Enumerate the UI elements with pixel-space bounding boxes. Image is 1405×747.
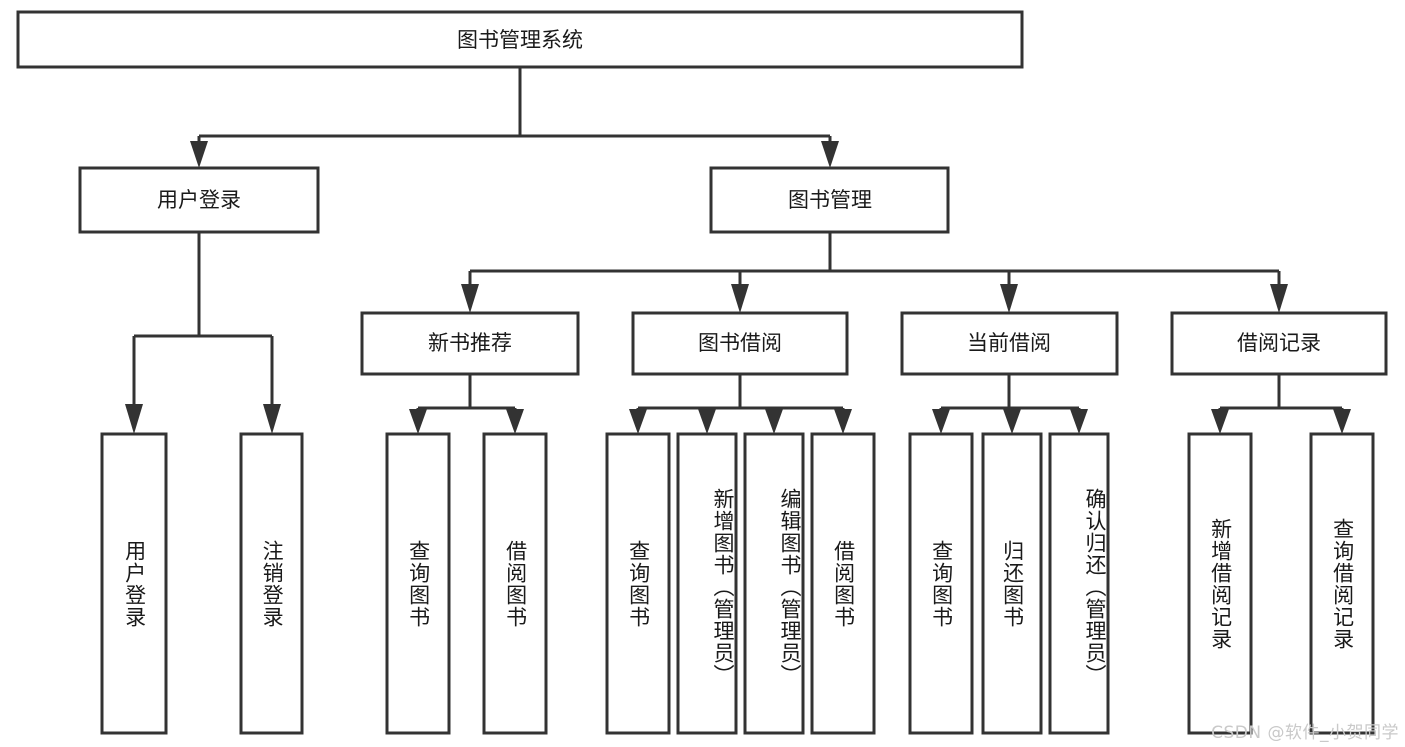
node-user-login-box[interactable] [78,166,320,234]
connector-group-root [190,67,839,168]
node-new-book-rec-box[interactable] [360,311,580,376]
leaf-box-return-book[interactable] [981,432,1043,735]
node-user-login-label: 用户登录 [157,188,241,212]
arrow-head-leaf-query-book-1 [409,409,427,434]
arrow-head-leaf-edit-book [765,409,783,434]
leaf-box-user-logout[interactable] [239,432,304,735]
node-book-manage-label: 图书管理 [788,188,872,212]
node-borrow-record-label: 借阅记录 [1237,331,1321,355]
node-current-borrow-box[interactable] [900,311,1119,376]
node-current-borrow-label: 当前借阅 [967,331,1051,355]
arrow-head-borrow-record [1270,284,1288,313]
leaf-box-add-book[interactable] [676,432,738,735]
leaf-box-query-book-3[interactable] [908,432,974,735]
node-root-label: 图书管理系统 [457,28,583,52]
arrow-head-leaf-query-book-2 [629,409,647,434]
leaf-box-add-record[interactable] [1187,432,1253,735]
arrow-head-book-borrow [731,284,749,313]
arrow-head-leaf-borrow-book-1 [506,409,524,434]
arrow-head-leaf-return-book [1003,409,1021,434]
arrow-head-book-manage [821,141,839,168]
leaf-box-query-record[interactable] [1309,432,1375,735]
leaf-box-query-book-2[interactable] [605,432,671,735]
arrow-head-current-borrow [1000,284,1018,313]
arrow-head-leaf-add-book [698,409,716,434]
arrow-head-user-login [190,141,208,168]
node-root-box[interactable] [16,10,1024,69]
leaf-box-edit-book[interactable] [743,432,805,735]
leaf-box-confirm-return[interactable] [1048,432,1110,735]
arrow-head-leaf-query-record [1333,409,1351,434]
arrow-head-leaf-borrow-book-2 [834,409,852,434]
connector-group-user-login [125,232,281,434]
connector-group-book-manage [461,232,1288,313]
node-book-borrow-label: 图书借阅 [698,331,782,355]
arrow-head-new-book-rec [461,284,479,313]
connector-group-book-borrow [629,374,852,434]
arrow-head-leaf-query-book-3 [932,409,950,434]
node-new-book-rec-label: 新书推荐 [428,331,512,355]
leaf-box-borrow-book-1[interactable] [482,432,548,735]
connector-group-new-book-rec [409,374,524,434]
node-borrow-record-box[interactable] [1170,311,1388,376]
connector-group-borrow-record [1211,374,1351,434]
leaf-box-user-login[interactable] [100,432,168,735]
node-book-borrow-box[interactable] [631,311,849,376]
csdn-watermark: CSDN @软件_小贺同学 [1211,723,1399,743]
arrow-head-leaf-user-login [125,404,143,434]
leaf-box-query-book-1[interactable] [385,432,451,735]
arrow-head-leaf-add-record [1211,409,1229,434]
node-book-manage-box[interactable] [709,166,950,234]
connector-group-current-borrow [932,374,1088,434]
arrow-head-leaf-confirm-return [1070,409,1088,434]
leaf-box-borrow-book-2[interactable] [810,432,876,735]
arrow-head-leaf-user-logout [263,404,281,434]
